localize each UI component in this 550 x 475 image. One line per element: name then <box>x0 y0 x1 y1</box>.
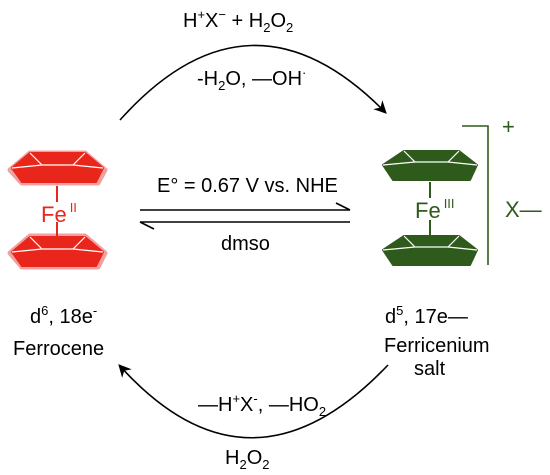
ferrocene-top-ring <box>7 150 108 186</box>
ferricenium-electron-config: d5, 17e— <box>385 303 468 328</box>
bottom-byproduct-label: —H+X-, —HO2 <box>198 391 326 419</box>
ferrocene-bottom-ring <box>7 233 108 270</box>
ferricenium-name-line2: salt <box>414 358 446 380</box>
ferricenium-bottom-ring <box>382 235 478 266</box>
bottom-curved-arrow <box>118 364 389 439</box>
charge-label: + <box>502 114 515 139</box>
ferrocene-electron-config: d6, 18e- <box>30 303 97 328</box>
potential-label: E° = 0.67 V vs. NHE <box>157 175 338 197</box>
bottom-reagent-label: H2O2 <box>225 447 269 472</box>
ferrocene-name: Ferrocene <box>13 338 104 360</box>
equilibrium-arrows <box>139 202 351 230</box>
top-curved-arrow <box>119 44 387 121</box>
solvent-label: dmso <box>221 233 270 255</box>
counterion-label: X— <box>505 197 542 222</box>
ferricenium-name-line1: Ferricenium <box>384 335 490 357</box>
top-reagent-label: H+X− + H2O2 <box>183 7 293 35</box>
ferricenium-top-ring <box>382 150 478 181</box>
top-byproduct-label: -H2O, —OH· <box>197 65 306 93</box>
charge-bracket <box>462 125 489 265</box>
